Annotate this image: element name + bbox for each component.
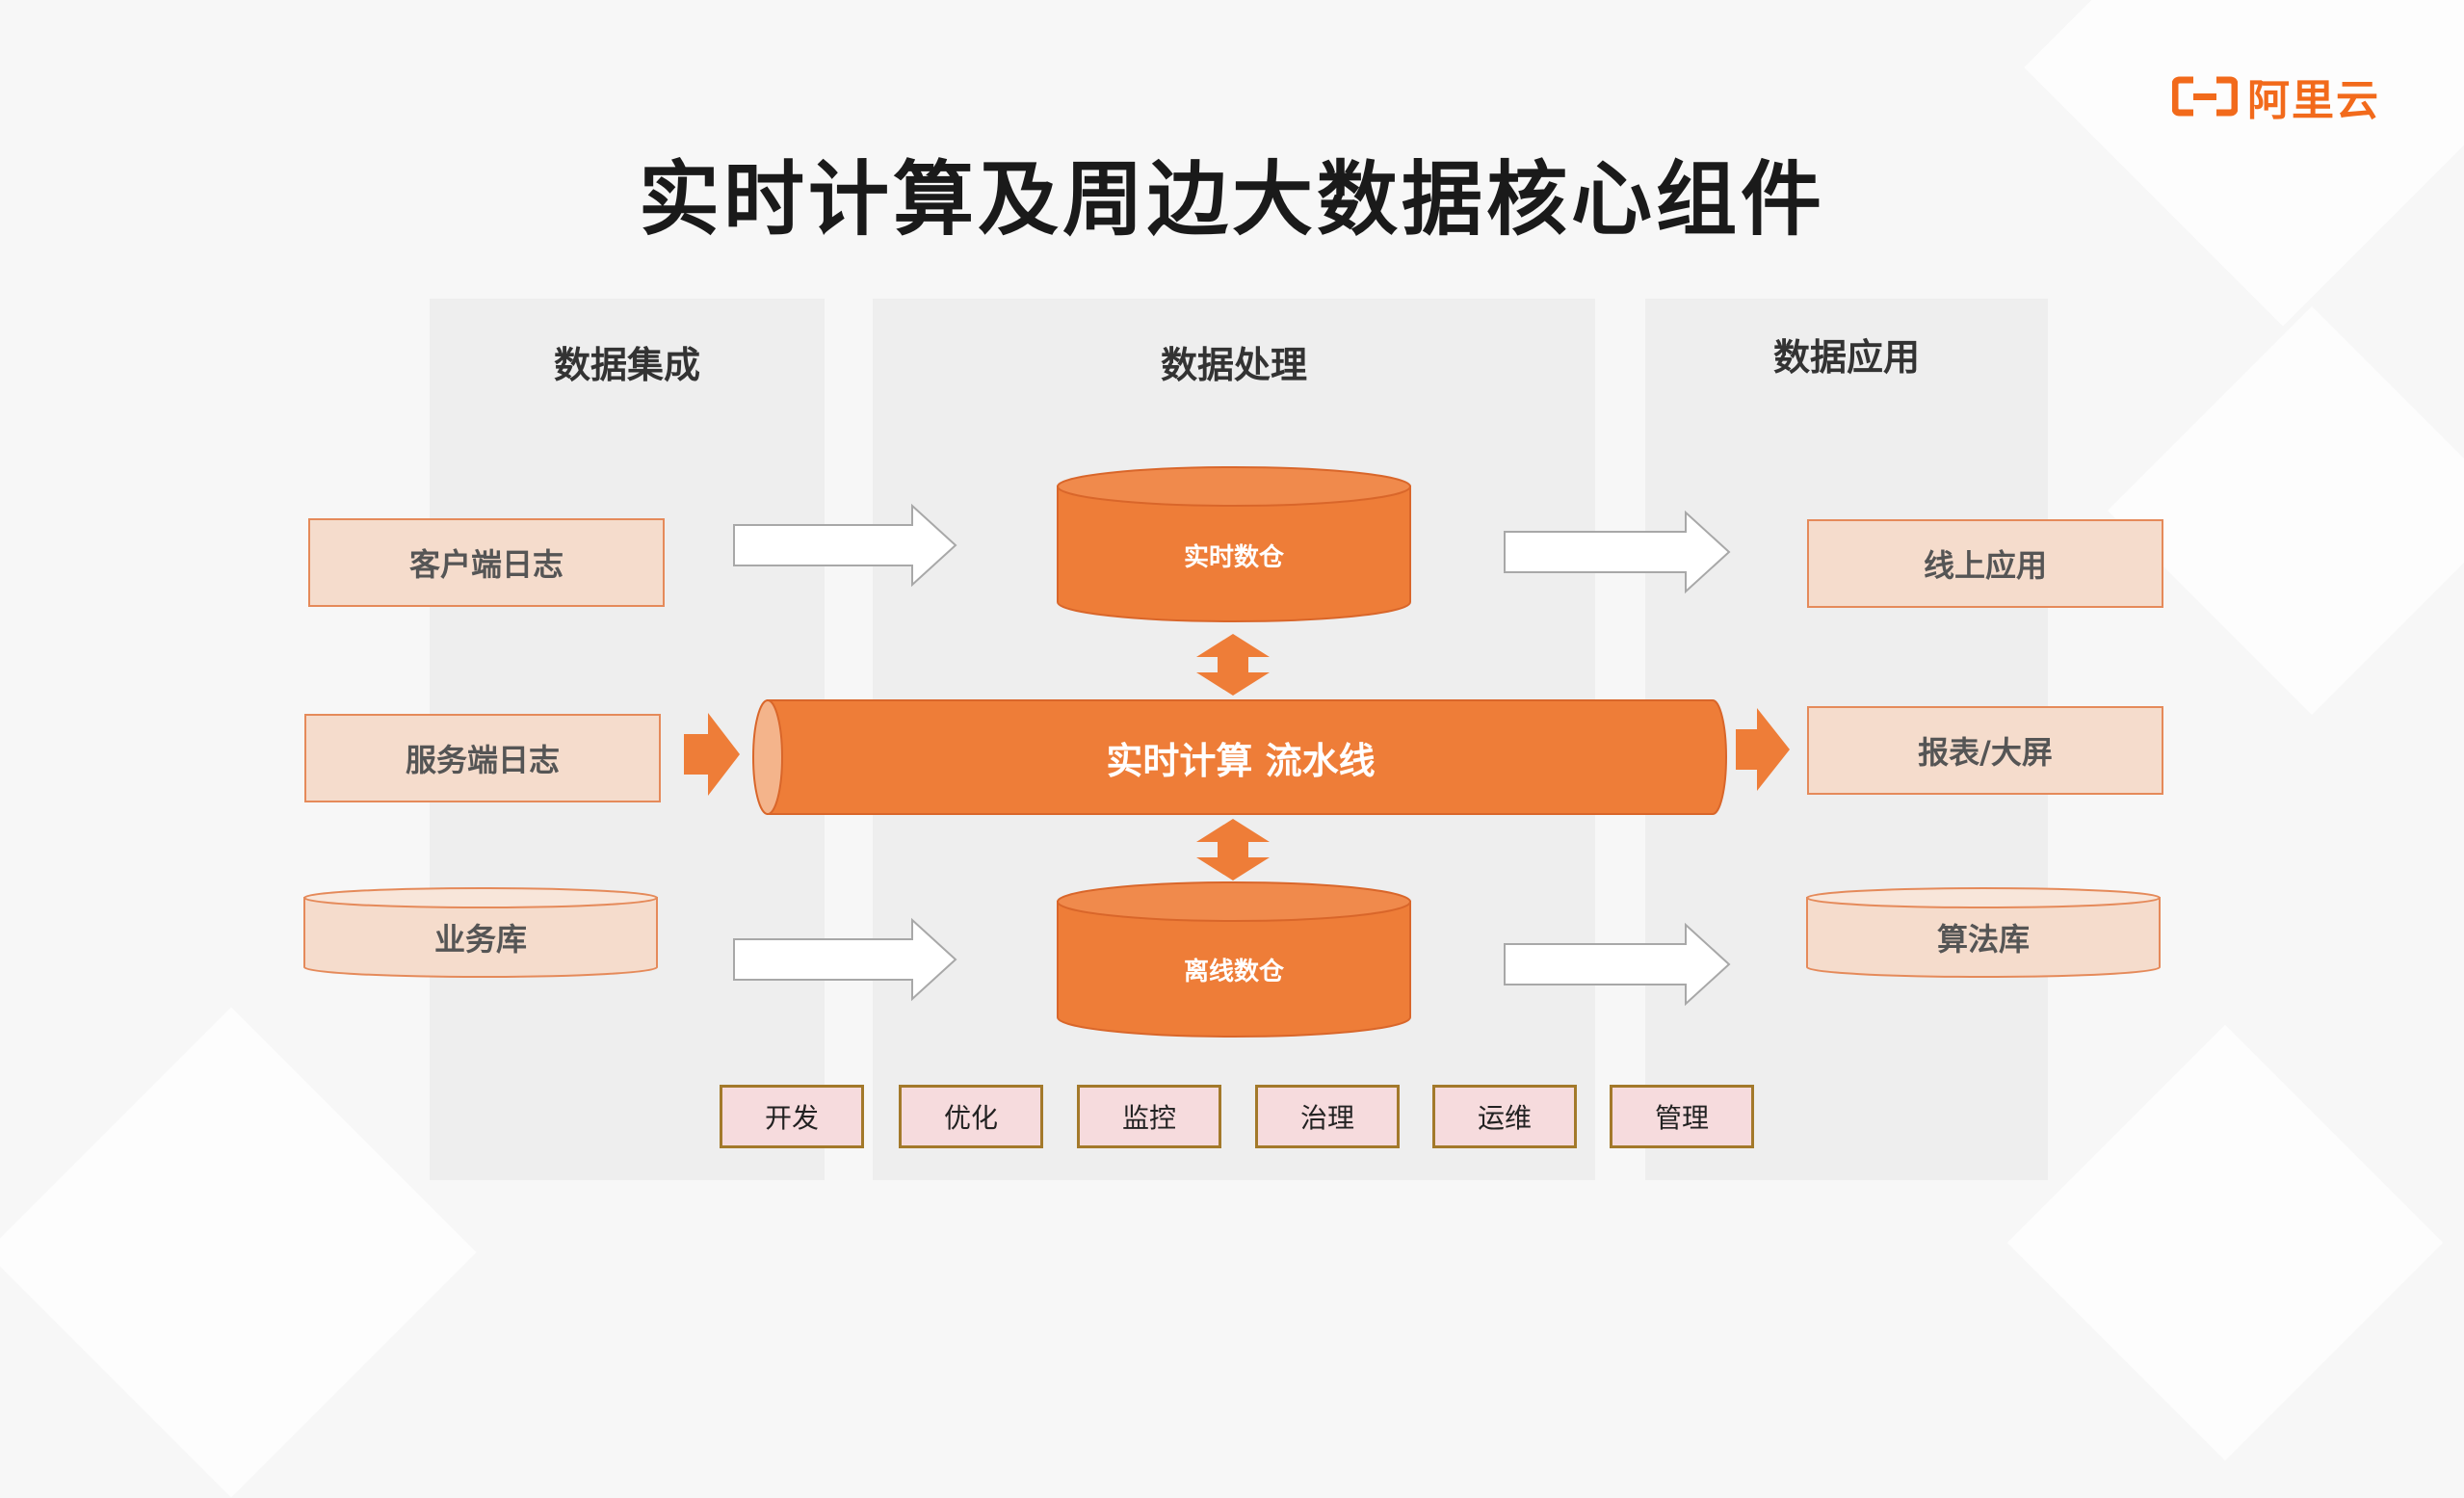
realtime-warehouse-label: 实时数仓 xyxy=(1183,542,1284,572)
source-client-log: 客户端日志 xyxy=(308,518,665,607)
column-title-application: 数据应用 xyxy=(1772,336,1920,379)
flow-arrows xyxy=(733,503,1731,1007)
tool-operate: 运维 xyxy=(1432,1085,1577,1148)
arrow-client-to-realtime xyxy=(733,503,957,588)
offline-warehouse-label: 离线数仓 xyxy=(1183,957,1284,986)
arrow-server-to-pipeline xyxy=(684,713,740,796)
column-title-processing: 数据处理 xyxy=(1160,344,1307,386)
cylinder-business-db xyxy=(303,887,658,978)
tool-optimize: 优化 xyxy=(899,1085,1043,1148)
tool-manage: 管理 xyxy=(1610,1085,1754,1148)
diagram-shapes xyxy=(303,466,2161,1038)
tool-monitor: 监控 xyxy=(1077,1085,1221,1148)
brand-name: 阿里云 xyxy=(2247,76,2380,125)
arrow-realtime-to-online xyxy=(1504,510,1731,594)
column-title-integration: 数据集成 xyxy=(553,344,700,386)
cylinder-realtime-warehouse xyxy=(1057,466,1411,622)
arrow-pipeline-to-report xyxy=(1736,708,1790,791)
source-business-db-label: 业务库 xyxy=(433,921,527,958)
brand-logo: 阿里云 xyxy=(2171,66,2380,127)
pipeline-cylinder xyxy=(752,699,1727,815)
arrow-offline-to-algorithm xyxy=(1504,922,1731,1007)
aliyun-logo-icon xyxy=(2171,76,2239,117)
source-server-log: 服务端日志 xyxy=(304,714,661,802)
double-arrow-pipeline-offline xyxy=(1196,819,1270,880)
tool-govern: 治理 xyxy=(1255,1085,1400,1148)
cylinder-algorithm-lib xyxy=(1806,887,2161,978)
app-online: 线上应用 xyxy=(1807,519,2163,608)
double-arrow-realtime-pipeline xyxy=(1196,634,1270,696)
app-algorithm-lib-label: 算法库 xyxy=(1936,921,2030,958)
pipeline-label: 实时计算 流水线 xyxy=(1106,739,1376,782)
page-title: 实时计算及周边大数据核心组件 xyxy=(638,152,1825,247)
arrow-business-to-offline xyxy=(733,917,957,1002)
app-report-screen: 报表/大屏 xyxy=(1807,706,2163,795)
cylinder-offline-warehouse xyxy=(1057,881,1411,1038)
tool-develop: 开发 xyxy=(720,1085,864,1148)
